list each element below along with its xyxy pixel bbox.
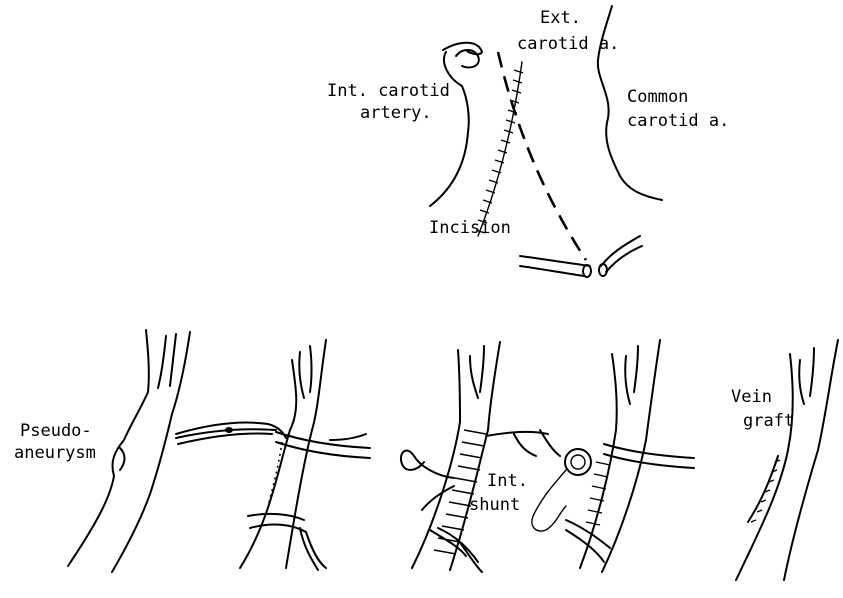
shunt-label-line2: shunt — [469, 495, 520, 515]
incision-suture-hatching — [476, 70, 523, 233]
artery-branch — [799, 348, 814, 404]
common-carotid-label-line2: carotid a. — [627, 111, 729, 131]
shunt-coil — [565, 449, 591, 475]
panel-vein-graft: Vein graft — [731, 340, 838, 580]
pseudoaneurysm-label-line2: aneurysm — [14, 443, 96, 463]
vessel-loop-upper — [604, 444, 694, 468]
int-carotid-label-line2: artery. — [360, 103, 432, 123]
vessel-loop-lower — [566, 520, 610, 562]
panel-exposure — [176, 340, 370, 570]
shunt-coil-inner — [571, 455, 585, 469]
ext-carotid-label-line1: Ext. — [540, 8, 581, 28]
artery-wall-left — [240, 360, 296, 568]
forceps-instrument — [176, 422, 286, 444]
jaw-curl — [456, 50, 479, 68]
common-carotid-label-line1: Common — [627, 87, 688, 107]
artery-branch — [625, 346, 638, 404]
artery-branch — [158, 334, 176, 388]
aneurysm-bulge — [120, 448, 125, 470]
artery-branch — [470, 346, 484, 398]
clavicle-left — [520, 256, 590, 276]
pseudoaneurysm-label-line1: Pseudo- — [20, 421, 92, 441]
incision-dashed-line — [498, 52, 586, 260]
panel-pseudoaneurysm: Pseudo- aneurysm — [14, 330, 190, 572]
vein-graft-label-line1: Vein — [731, 387, 772, 407]
panel-shunt-in-situ: Int. shunt — [469, 340, 694, 572]
neck-labels: Ext. carotid a. Int. carotid artery. Com… — [327, 8, 729, 238]
artery-branch — [299, 346, 311, 398]
side-clamp-right — [486, 430, 560, 456]
suture-line — [478, 62, 522, 236]
clavicle-left-end — [583, 265, 591, 277]
int-carotid-label-line1: Int. carotid — [327, 81, 450, 101]
clavicle-right-end — [599, 264, 607, 276]
ext-carotid-label-line2: carotid a. — [517, 34, 619, 54]
shunt-label-line1: Int. — [487, 471, 528, 491]
shunt-wire — [532, 470, 566, 531]
vein-graft-label-line2: graft — [743, 411, 794, 431]
vein-graft-segment — [748, 456, 778, 522]
incision-label: Incision — [429, 218, 511, 238]
dotted-incision — [268, 442, 282, 506]
artery-wall-right — [450, 342, 500, 570]
panel-shunt-placement — [401, 342, 560, 572]
vessel-loop-upper — [276, 432, 370, 458]
